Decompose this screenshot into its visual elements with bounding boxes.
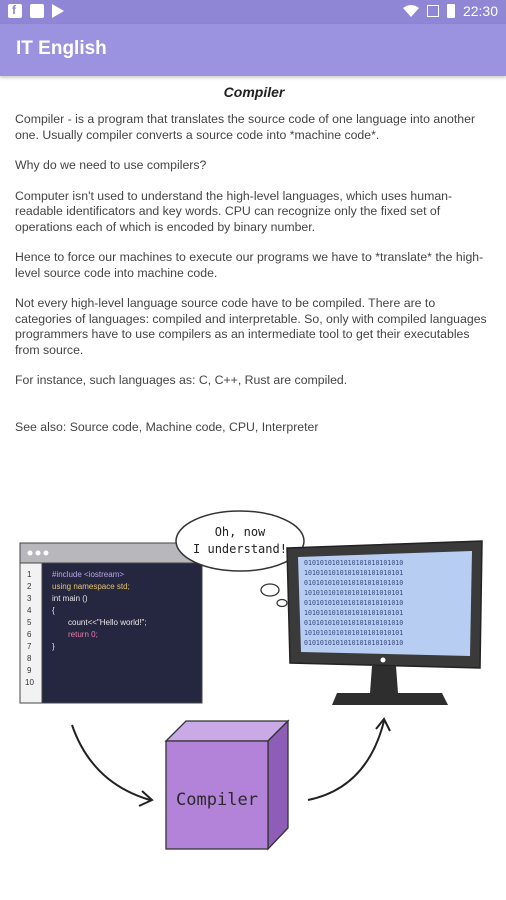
code-line: int main () xyxy=(52,594,88,603)
status-bar: 22:30 xyxy=(0,0,506,24)
compiler-illustration: 1 2 3 4 5 6 7 8 9 10 #include <iostream>… xyxy=(19,510,483,851)
code-line: return 0; xyxy=(68,630,98,639)
article-paragraph: Compiler - is a program that translates … xyxy=(15,112,476,142)
code-line: { xyxy=(52,606,55,615)
compiler-cube: Compiler xyxy=(164,719,290,851)
compiler-label: Compiler xyxy=(176,790,258,810)
article-title: Compiler xyxy=(223,84,285,100)
app-bar: IT English xyxy=(0,24,506,76)
status-time: 22:30 xyxy=(462,3,498,19)
notification-icons xyxy=(8,3,64,18)
line-number: 2 xyxy=(27,582,32,591)
binary-line: 0101010101010101010101010 xyxy=(304,639,403,647)
speech-bubble: Oh, now I understand! xyxy=(175,510,305,608)
article-paragraph: For instance, such languages as: C, C++,… xyxy=(15,373,348,387)
code-line: } xyxy=(52,642,55,651)
code-line: using namespace std; xyxy=(52,582,130,591)
line-number: 5 xyxy=(27,618,32,627)
code-line: #include <iostream> xyxy=(52,570,124,579)
line-number: 6 xyxy=(27,630,32,639)
monitor: 0101010101010101010101010 10101010101010… xyxy=(286,540,483,705)
binary-line: 0101010101010101010101010 xyxy=(304,619,403,627)
battery-icon xyxy=(446,4,455,18)
line-number: 1 xyxy=(27,570,32,579)
binary-line: 1010101010101010101010101 xyxy=(304,589,403,597)
binary-line: 0101010101010101010101010 xyxy=(304,559,403,567)
line-number: 3 xyxy=(27,594,32,603)
binary-line: 1010101010101010101010101 xyxy=(304,569,403,577)
code-line: count<<"Hello world!"; xyxy=(68,618,147,627)
speech-bubble-line1: Oh, now xyxy=(215,525,266,539)
binary-line: 0101010101010101010101010 xyxy=(304,579,403,587)
play-store-icon xyxy=(52,4,64,18)
article-paragraph: Why do we need to use compilers? xyxy=(15,158,207,172)
article-paragraph: Not every high-level language source cod… xyxy=(15,296,487,357)
system-icons: 22:30 xyxy=(402,3,498,19)
sim-icon xyxy=(426,5,439,17)
binary-line: 0101010101010101010101010 xyxy=(304,599,403,607)
binary-line: 1010101010101010101010101 xyxy=(304,609,403,617)
see-also: See also: Source code, Machine code, CPU… xyxy=(15,419,319,434)
line-number: 8 xyxy=(27,654,32,663)
article-paragraph: Computer isn't used to understand the hi… xyxy=(15,188,453,234)
image-icon xyxy=(30,4,44,18)
article-content: Compiler Compiler - is a program that tr… xyxy=(15,84,493,450)
app-title: IT English xyxy=(16,38,107,59)
flow-arrows xyxy=(71,717,391,807)
wifi-icon xyxy=(402,5,419,17)
facebook-icon xyxy=(8,3,22,18)
line-number: 9 xyxy=(27,666,32,675)
line-number: 4 xyxy=(27,606,32,615)
code-editor-window: 1 2 3 4 5 6 7 8 9 10 #include <iostream>… xyxy=(19,542,211,704)
line-number: 7 xyxy=(27,642,32,651)
speech-bubble-line2: I understand! xyxy=(193,542,287,556)
line-number: 10 xyxy=(25,678,34,687)
binary-line: 1010101010101010101010101 xyxy=(304,629,403,637)
article-paragraph: Hence to force our machines to execute o… xyxy=(15,250,484,280)
